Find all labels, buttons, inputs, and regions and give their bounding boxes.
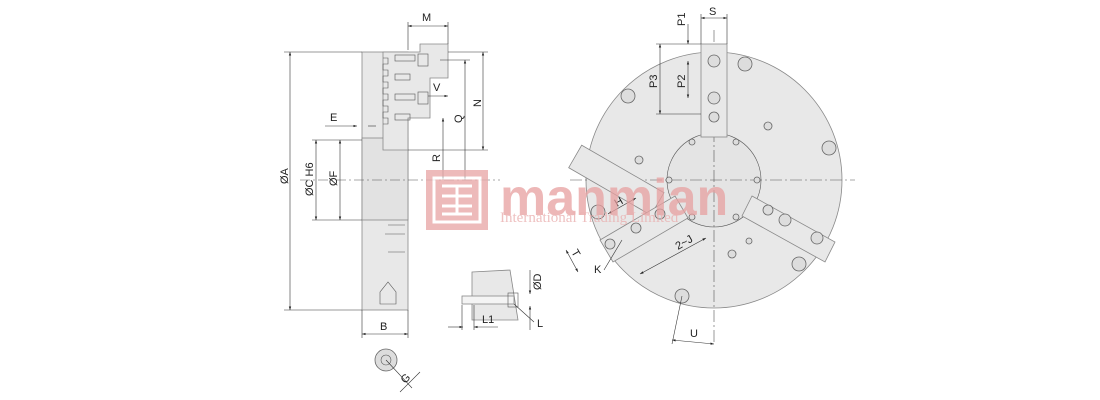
side-view: ØA ØC H6 ØF E B M V N Q R G [279,12,500,393]
bolt-hole-detail: G [374,348,421,393]
watermark-brand: manmian [500,169,728,227]
dim-label-L1: L1 [482,314,494,326]
mounting-holes [590,56,837,304]
jaw-serrations [382,57,389,125]
mounting-screws [379,224,405,305]
dim-label-P1: P1 [676,13,688,26]
jaw-screws [394,53,429,121]
dim-label-R: R [431,154,443,162]
screw-detail: ØD L1 L [448,269,544,330]
watermark-logo [426,170,488,230]
dim-label-P2: P2 [676,75,688,88]
dim-label-P3: P3 [648,75,660,88]
jaw-side [382,43,449,151]
dim-label-C: ØC H6 [304,162,316,196]
jaw-lower-right [741,195,836,263]
dim-label-A: ØA [279,167,291,184]
dim-label-M: M [422,12,431,24]
dim-label-N: N [472,99,484,107]
dim-label-B: B [380,321,387,333]
dim-label-G: G [399,372,414,387]
dim-label-F: ØF [328,170,340,186]
chuck-bore-section [361,137,409,221]
watermark-subtitle: International Trading Limited [500,210,679,226]
jaw-lower-left [568,144,665,216]
dim-label-Q: Q [453,114,465,123]
dim-label-D: ØD [532,273,544,290]
dim-label-K: K [594,264,602,276]
front-view: S P1 P2 P3 H 2~J T K U [565,6,855,345]
dim-label-E: E [330,112,337,124]
dim-label-L: L [537,318,543,330]
dim-label-V: V [433,82,441,94]
dim-label-U: U [690,328,698,340]
dim-label-S: S [709,6,716,18]
jaw-lower-left-slot [599,195,689,263]
